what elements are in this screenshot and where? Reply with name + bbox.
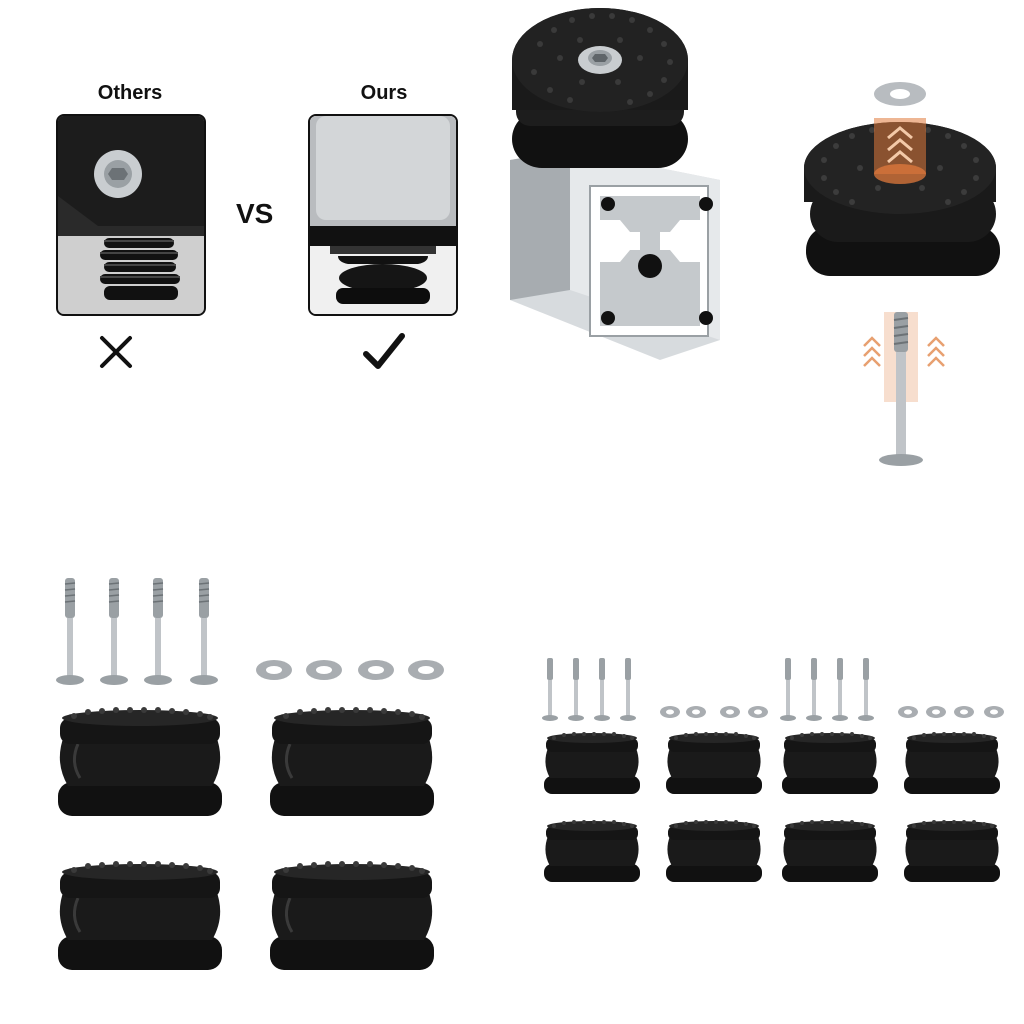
kit-4-image — [50, 572, 450, 972]
cross-icon — [98, 334, 134, 370]
vs-label: VS — [236, 198, 274, 229]
kit-8-image — [536, 656, 1012, 886]
others-photo — [56, 114, 206, 316]
ours-label: Ours — [360, 82, 408, 104]
others-label: Others — [97, 82, 163, 104]
ours-photo — [308, 114, 458, 316]
foot-on-extrusion-image — [510, 0, 750, 380]
check-icon — [362, 332, 406, 372]
exploded-foot-image — [800, 76, 1010, 476]
